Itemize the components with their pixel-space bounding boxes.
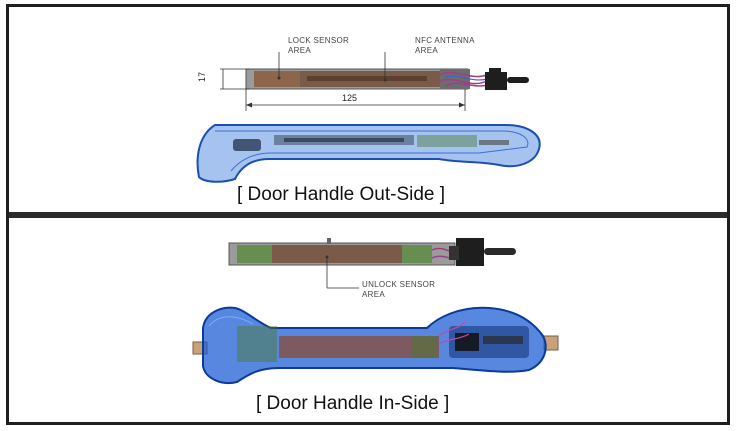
outside-handle-body	[196, 124, 541, 183]
inside-view-panel: UNLOCK SENSOR AREA [ Door Handle In-Side…	[9, 218, 727, 422]
unlock-sensor-callout: UNLOCK SENSOR AREA	[362, 280, 435, 300]
inside-handle-body	[192, 306, 559, 384]
figure-frame: LOCK SENSOR AREA NFC ANTENNA AREA 17 125…	[6, 4, 730, 425]
height-dimension-label: 17	[197, 71, 208, 83]
outside-view-drawing	[196, 52, 541, 183]
inside-caption: [ Door Handle In-Side ]	[256, 393, 450, 414]
length-dimension-label: 125	[342, 93, 358, 103]
nfc-antenna-label-line1: NFC ANTENNA	[415, 36, 475, 45]
lock-sensor-label-line1: LOCK SENSOR	[288, 36, 350, 45]
inside-sensor-module	[228, 238, 516, 266]
lock-sensor-callout: LOCK SENSOR AREA	[288, 36, 349, 56]
inside-view-drawing	[192, 238, 559, 384]
nfc-antenna-callout: NFC ANTENNA AREA	[415, 36, 475, 56]
unlock-sensor-label-line2: AREA	[362, 290, 385, 299]
nfc-antenna-label-line2: AREA	[415, 46, 438, 55]
unlock-sensor-label-line1: UNLOCK SENSOR	[362, 280, 436, 289]
lock-sensor-label-line2: AREA	[288, 46, 311, 55]
outside-sensor-module	[245, 68, 529, 90]
panel-divider	[9, 212, 727, 218]
outside-view-panel: LOCK SENSOR AREA NFC ANTENNA AREA 17 125…	[9, 7, 727, 212]
outside-caption: [ Door Handle Out-Side ]	[237, 184, 446, 205]
